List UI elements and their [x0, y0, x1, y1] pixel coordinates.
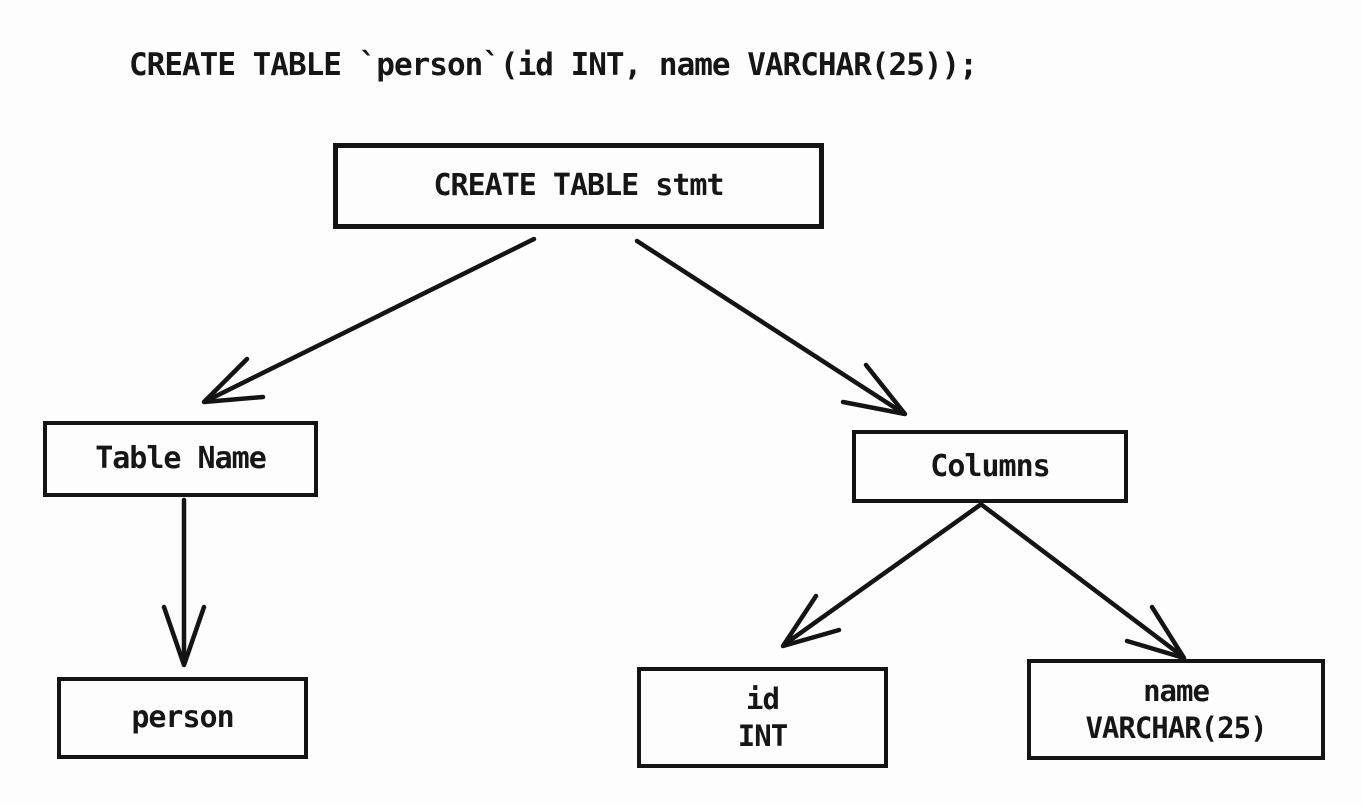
edge-table-name-to-person — [161, 497, 207, 668]
edge-root-to-table-name — [201, 236, 537, 405]
node-label-line2: INT — [737, 718, 788, 753]
node-columns: Columns — [852, 430, 1128, 503]
node-name-varchar: name VARCHAR(25) — [1027, 659, 1325, 760]
edge-root-to-columns — [634, 238, 908, 417]
node-label: CREATE TABLE stmt — [433, 168, 724, 203]
node-person: person — [57, 677, 308, 759]
edge-columns-to-name — [979, 502, 1187, 661]
node-id-int: id INT — [637, 667, 888, 768]
node-create-table-stmt: CREATE TABLE stmt — [333, 143, 824, 229]
node-table-name: Table Name — [43, 421, 318, 497]
node-label-line2: VARCHAR(25) — [1085, 710, 1267, 745]
node-label-line1: name — [1143, 673, 1210, 708]
node-label: person — [131, 700, 234, 735]
edge-columns-to-id — [780, 502, 983, 649]
node-label: Table Name — [95, 441, 267, 476]
sql-statement-text: CREATE TABLE `person`(id INT, name VARCH… — [129, 47, 978, 83]
node-label-line1: id — [746, 681, 780, 716]
node-label: Columns — [930, 448, 1050, 484]
